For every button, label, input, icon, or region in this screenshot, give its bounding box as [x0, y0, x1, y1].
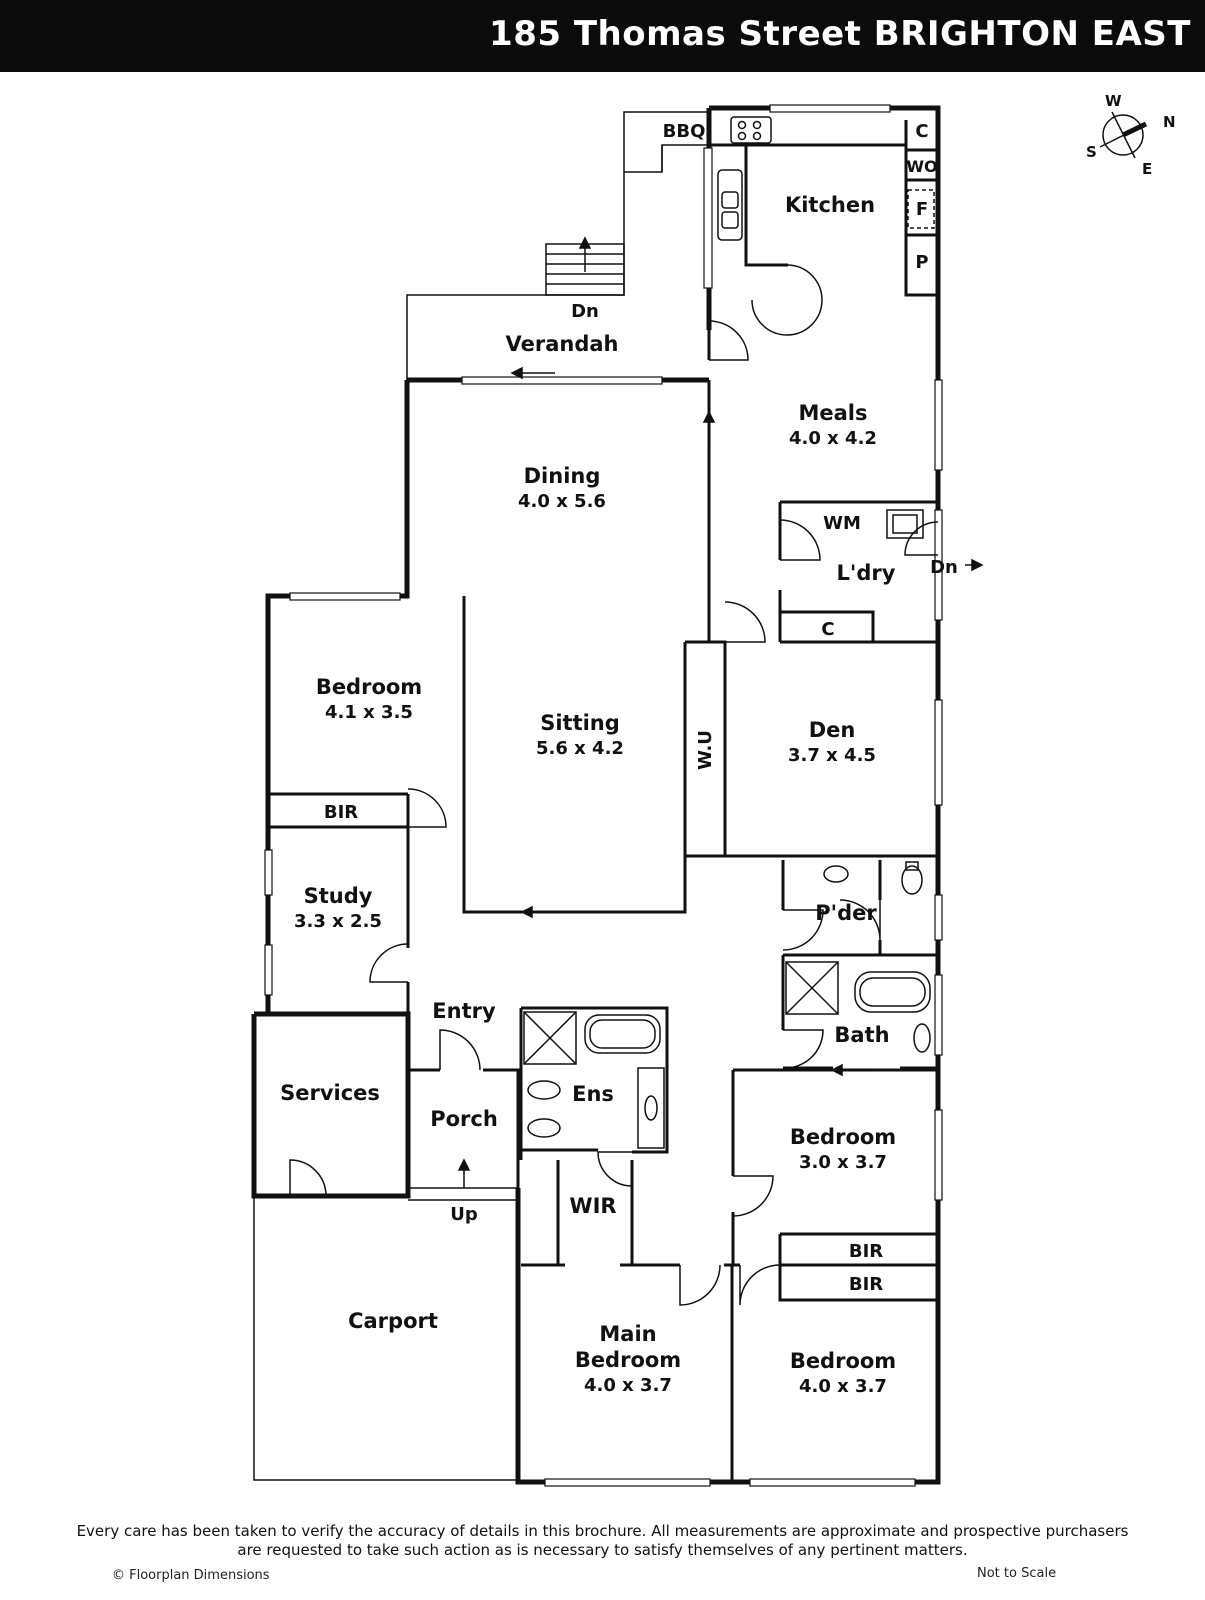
interior-walls: [268, 120, 938, 1482]
room-bath-label: Bath: [834, 1023, 889, 1047]
wall-oven-label: WO: [906, 157, 937, 176]
room-dining-size: 4.0 x 5.6: [518, 491, 606, 512]
room-main-bedroom-label-2: Bedroom: [575, 1348, 681, 1372]
room-sitting-label: Sitting: [540, 711, 620, 735]
room-main-bedroom-size: 4.0 x 3.7: [584, 1375, 672, 1396]
room-main-bedroom-label-1: Main: [599, 1322, 656, 1346]
room-bedroom-middle-label: Bedroom: [790, 1125, 896, 1149]
kitchen-cupboard-label: C: [915, 121, 928, 142]
disclaimer-line-2: are requested to take such action as is …: [237, 1541, 968, 1559]
room-study-size: 3.3 x 2.5: [294, 911, 382, 932]
washing-machine-label: WM: [823, 513, 861, 534]
room-dining-label: Dining: [524, 464, 601, 488]
verandah-down-label: Dn: [571, 301, 599, 322]
floorplan-credit: © Floorplan Dimensions: [112, 1568, 270, 1583]
pantry-label: P: [915, 252, 928, 273]
room-porch-label: Porch: [430, 1107, 498, 1131]
room-study-label: Study: [304, 884, 373, 908]
wall-unit-label: W.U: [695, 730, 716, 770]
room-ensuite-label: Ens: [572, 1082, 614, 1106]
compass-north: N: [1163, 113, 1176, 131]
header-bar: 185 Thomas Street BRIGHTON EAST: [0, 0, 1205, 72]
room-powder-label: P'der: [815, 901, 877, 925]
fixtures: [523, 116, 935, 1149]
bir-west-label: BIR: [324, 802, 358, 823]
fridge-label: F: [916, 199, 928, 220]
laundry-down-label: Dn: [930, 557, 958, 578]
room-bedroom-middle-size: 3.0 x 3.7: [799, 1152, 887, 1173]
room-services-label: Services: [280, 1081, 380, 1105]
compass-east: E: [1142, 160, 1152, 178]
room-bedroom-east-size: 4.0 x 3.7: [799, 1376, 887, 1397]
room-meals-size: 4.0 x 4.2: [789, 428, 877, 449]
room-bedroom-west-size: 4.1 x 3.5: [325, 702, 413, 723]
porch-up-label: Up: [450, 1204, 478, 1225]
windows: [264, 104, 943, 1487]
room-entry-label: Entry: [432, 999, 496, 1023]
door-swings: [289, 264, 939, 1306]
disclaimer-line-1: Every care has been taken to verify the …: [76, 1522, 1129, 1540]
room-meals-label: Meals: [798, 401, 867, 425]
room-laundry-label: L'dry: [837, 561, 896, 585]
direction-arrows: [457, 236, 984, 1188]
room-kitchen-label: Kitchen: [785, 193, 875, 217]
room-bedroom-west-label: Bedroom: [316, 675, 422, 699]
room-verandah-label: Verandah: [506, 332, 619, 356]
scale-note: Not to Scale: [977, 1566, 1057, 1581]
property-address: 185 Thomas Street BRIGHTON EAST: [489, 14, 1191, 54]
compass-west: W: [1105, 92, 1122, 110]
bir-east-label: BIR: [849, 1274, 883, 1295]
bir-middle-label: BIR: [849, 1241, 883, 1262]
bbq-label: BBQ: [663, 121, 706, 142]
compass-south: S: [1086, 143, 1097, 161]
room-sitting-size: 5.6 x 4.2: [536, 738, 624, 759]
room-bedroom-east-label: Bedroom: [790, 1349, 896, 1373]
room-carport-label: Carport: [348, 1309, 438, 1333]
room-wir-label: WIR: [569, 1194, 616, 1218]
room-den-size: 3.7 x 4.5: [788, 745, 876, 766]
laundry-cupboard-label: C: [821, 619, 834, 640]
outdoor-outlines: [253, 111, 709, 1481]
disclaimer: Every care has been taken to verify the …: [40, 1522, 1165, 1560]
room-den-label: Den: [809, 718, 856, 742]
compass-icon: W N S E: [1086, 92, 1176, 178]
